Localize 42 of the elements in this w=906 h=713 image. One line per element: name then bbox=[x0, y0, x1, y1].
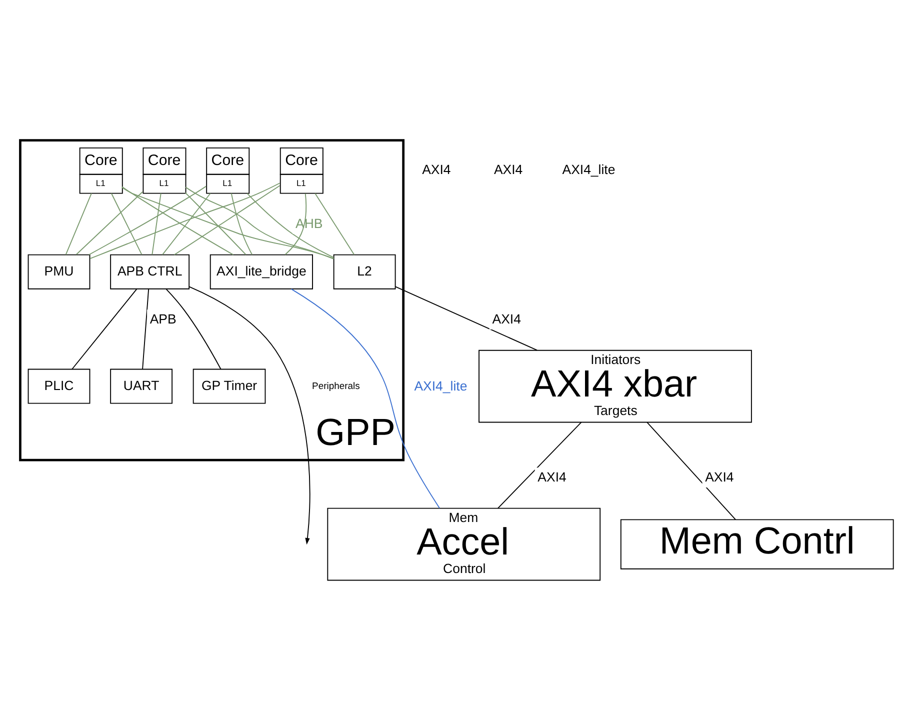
node-box: AXI_lite_bridge bbox=[210, 254, 313, 290]
node-box: GP Timer bbox=[192, 368, 266, 404]
edge-label: AXI4 bbox=[492, 312, 521, 327]
connector bbox=[498, 422, 582, 509]
connector bbox=[284, 193, 307, 256]
node-box: PLIC bbox=[28, 368, 90, 404]
edge-label: APB bbox=[150, 312, 176, 327]
connector bbox=[122, 186, 234, 256]
node-box: PMU bbox=[28, 254, 90, 290]
connector bbox=[185, 186, 334, 260]
connector bbox=[246, 192, 334, 258]
connector bbox=[314, 192, 355, 256]
edge-label: AXI4 bbox=[538, 470, 566, 485]
node-box: Initiators AXI4 xbar Targets bbox=[478, 350, 752, 423]
label: AXI4_lite bbox=[562, 162, 616, 178]
node-box: Mem Contrl bbox=[620, 519, 894, 570]
connector bbox=[174, 185, 280, 256]
connector bbox=[152, 192, 162, 256]
connector bbox=[65, 192, 92, 256]
connector bbox=[76, 191, 143, 255]
connector bbox=[395, 286, 538, 351]
connector bbox=[184, 192, 246, 256]
node-box: UART bbox=[110, 368, 173, 404]
arrow bbox=[188, 286, 310, 545]
connector bbox=[122, 187, 334, 259]
node-box: Mem Accel Control bbox=[327, 508, 601, 581]
edge-label: AXI4 bbox=[705, 470, 734, 485]
edge-label: Peripherals bbox=[312, 381, 360, 392]
connector bbox=[162, 192, 211, 256]
edge-label: AXI4_lite bbox=[414, 378, 468, 394]
connector bbox=[72, 288, 138, 370]
connector bbox=[90, 182, 280, 260]
connector bbox=[110, 192, 142, 256]
connector bbox=[290, 288, 440, 509]
connector bbox=[166, 288, 222, 370]
label: AXI4 bbox=[422, 162, 451, 178]
connector bbox=[230, 192, 253, 256]
connector bbox=[142, 288, 150, 370]
node-box: L2 bbox=[333, 254, 396, 290]
connector bbox=[88, 186, 207, 256]
node-box: APB CTRL bbox=[110, 254, 190, 290]
label: AXI4 bbox=[494, 162, 523, 178]
